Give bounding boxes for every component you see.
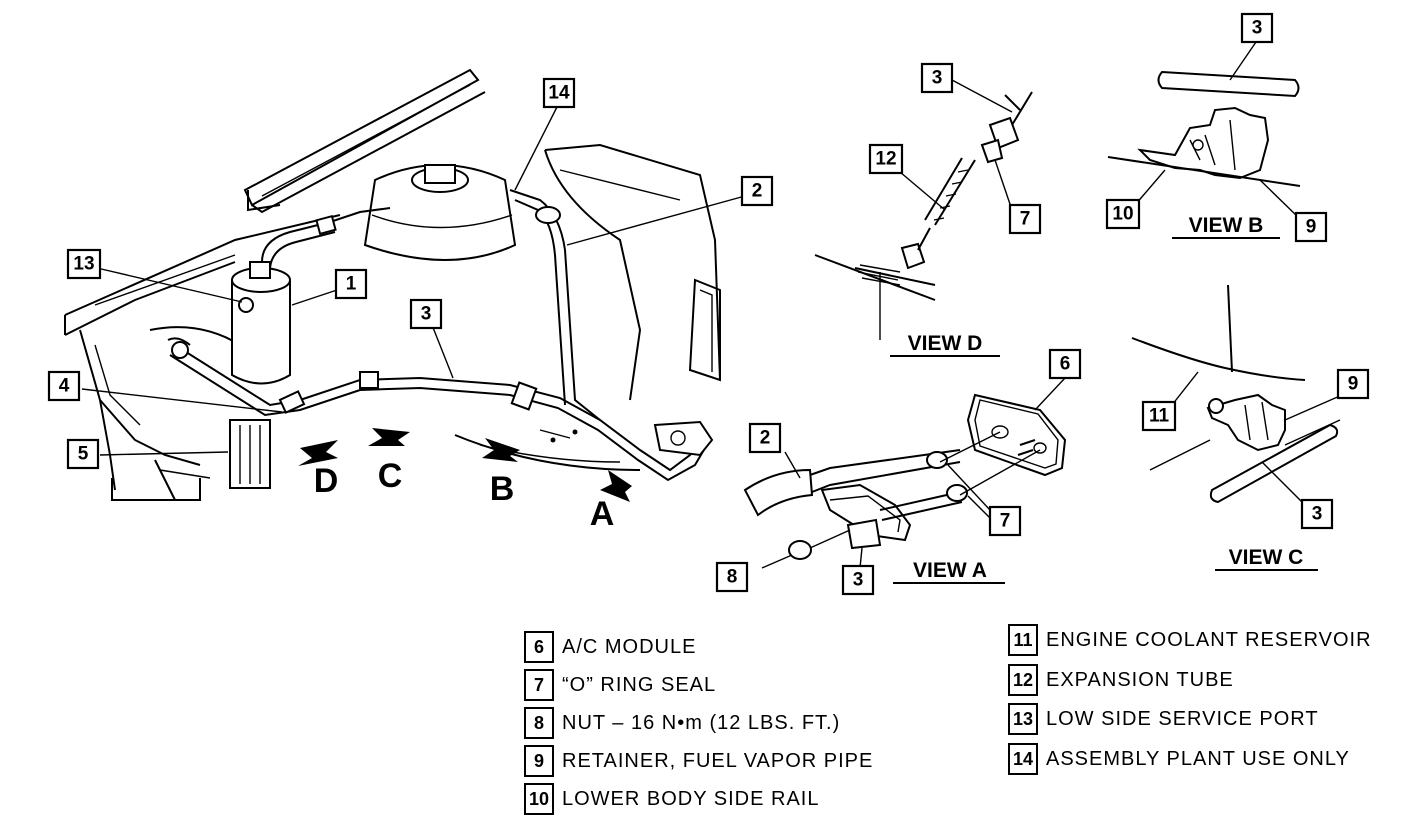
view-b-callout-10: 10 [1105, 198, 1141, 230]
callout-5: 5 [66, 438, 100, 470]
view-d-callout-7: 7 [1008, 203, 1042, 235]
view-d-illustration [814, 91, 1033, 340]
svg-text:10: 10 [1112, 204, 1133, 225]
svg-text:13: 13 [73, 254, 94, 275]
callout-13: 13 [66, 248, 102, 280]
legend-item-8: 8 NUT – 16 N•m (12 LBS. FT.) [524, 707, 840, 739]
view-a-label: VIEW A [913, 559, 987, 582]
view-c-illustration [1131, 284, 1341, 504]
svg-text:8: 8 [727, 567, 738, 588]
svg-text:11: 11 [1149, 406, 1170, 427]
legend-number: 6 [524, 631, 554, 663]
view-letter-a: A [590, 495, 615, 533]
view-c-callout-3: 3 [1300, 498, 1334, 530]
svg-text:3: 3 [932, 68, 943, 89]
legend-item-11: 11 ENGINE COOLANT RESERVOIR [1008, 624, 1372, 656]
legend-number: 8 [524, 707, 554, 739]
svg-text:1: 1 [346, 274, 357, 295]
legend-item-10: 10 LOWER BODY SIDE RAIL [524, 783, 819, 815]
svg-text:3: 3 [1312, 504, 1323, 525]
legend-item-14: 14 ASSEMBLY PLANT USE ONLY [1008, 743, 1350, 775]
view-c-callout-11: 11 [1141, 400, 1177, 432]
legend-number: 13 [1008, 703, 1038, 735]
legend-item-7: 7 “O” RING SEAL [524, 669, 716, 701]
legend-text: ASSEMBLY PLANT USE ONLY [1046, 747, 1350, 770]
legend-number: 9 [524, 745, 554, 777]
svg-text:7: 7 [1000, 511, 1011, 532]
view-a-illustration [743, 393, 1067, 560]
legend-text: RETAINER, FUEL VAPOR PIPE [562, 749, 874, 772]
view-letter-b: B [490, 470, 515, 508]
svg-text:2: 2 [752, 181, 763, 202]
view-letter-d: D [314, 462, 339, 500]
callout-14: 14 [542, 77, 576, 109]
view-c-callout-9: 9 [1336, 368, 1370, 400]
legend-number: 12 [1008, 664, 1038, 696]
svg-text:14: 14 [548, 83, 570, 104]
view-b-callout-9: 9 [1294, 211, 1328, 243]
view-c-label: VIEW C [1229, 546, 1304, 569]
legend-number: 10 [524, 783, 554, 815]
view-a-callout-2: 2 [748, 422, 782, 454]
view-a-callout-3: 3 [841, 564, 875, 596]
callout-2: 2 [740, 175, 774, 207]
view-d-callout-3: 3 [920, 62, 954, 94]
legend-item-6: 6 A/C MODULE [524, 631, 696, 663]
legend-text: ENGINE COOLANT RESERVOIR [1046, 628, 1372, 651]
svg-text:7: 7 [1020, 209, 1031, 230]
legend-item-12: 12 EXPANSION TUBE [1008, 664, 1234, 696]
legend-text: NUT – 16 N•m (12 LBS. FT.) [562, 711, 841, 734]
svg-text:6: 6 [1060, 354, 1071, 375]
svg-text:3: 3 [421, 304, 432, 325]
callout-1: 1 [334, 268, 368, 300]
view-b-label: VIEW B [1189, 214, 1264, 237]
view-a-callout-7: 7 [988, 505, 1022, 537]
callout-4: 4 [47, 370, 81, 402]
legend-text: LOWER BODY SIDE RAIL [562, 787, 820, 810]
callout-3: 3 [409, 298, 443, 330]
view-letter-c: C [378, 457, 403, 495]
svg-text:2: 2 [760, 428, 771, 449]
view-b-callout-3: 3 [1240, 12, 1274, 44]
view-arrows [298, 428, 632, 502]
view-a-callout-6: 6 [1048, 348, 1082, 380]
view-d-callout-12: 12 [868, 143, 904, 175]
legend-item-9: 9 RETAINER, FUEL VAPOR PIPE [524, 745, 873, 777]
main-leader-lines [81, 104, 746, 456]
svg-text:5: 5 [78, 444, 89, 465]
legend-text: EXPANSION TUBE [1046, 668, 1234, 691]
view-a-callout-8: 8 [715, 561, 749, 593]
view-d-label: VIEW D [908, 332, 983, 355]
legend-number: 7 [524, 669, 554, 701]
svg-text:12: 12 [875, 149, 896, 170]
legend-number: 11 [1008, 624, 1038, 656]
svg-text:3: 3 [1252, 18, 1263, 39]
engine-compartment-illustration [64, 68, 721, 501]
legend-text: A/C MODULE [562, 635, 697, 658]
legend-text: “O” RING SEAL [562, 673, 717, 696]
svg-text:4: 4 [59, 376, 70, 397]
svg-text:9: 9 [1348, 374, 1359, 395]
legend-item-13: 13 LOW SIDE SERVICE PORT [1008, 703, 1319, 735]
view-b-illustration [1107, 70, 1301, 187]
svg-text:9: 9 [1306, 217, 1317, 238]
svg-text:3: 3 [853, 570, 864, 591]
legend-number: 14 [1008, 743, 1038, 775]
legend-text: LOW SIDE SERVICE PORT [1046, 707, 1319, 730]
